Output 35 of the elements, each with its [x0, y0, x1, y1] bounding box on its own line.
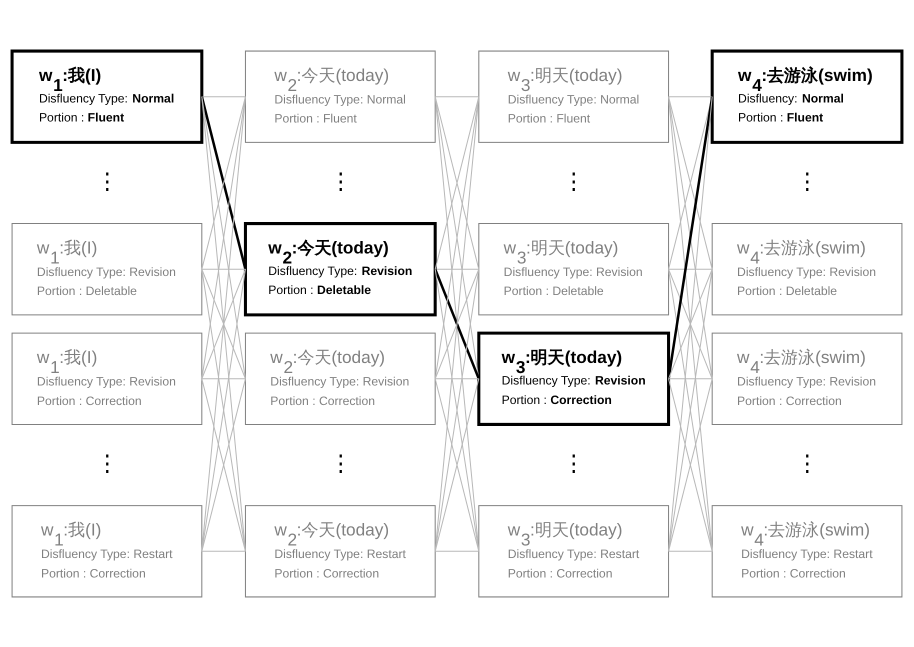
label: ⋮	[96, 168, 118, 194]
label: ⋮	[562, 450, 585, 476]
connector	[435, 550, 479, 552]
connector	[668, 268, 712, 270]
connector	[668, 96, 713, 551]
connector	[201, 96, 246, 551]
connector	[201, 378, 246, 551]
connector	[668, 550, 712, 552]
label: ⋮	[96, 450, 118, 476]
connector	[668, 378, 712, 379]
label: ⋮	[329, 168, 352, 194]
connector	[668, 96, 712, 97]
connector	[201, 268, 246, 551]
connector	[435, 96, 479, 97]
label: ⋮	[796, 168, 818, 194]
connector	[202, 268, 246, 270]
connector	[202, 378, 246, 379]
label: ⋮	[796, 450, 818, 476]
connector	[434, 268, 480, 551]
connector	[201, 96, 246, 378]
connector	[668, 268, 713, 378]
connector	[435, 378, 479, 379]
connector	[668, 96, 713, 269]
connector	[434, 96, 480, 551]
connector	[434, 378, 480, 551]
connector	[668, 378, 713, 551]
connector	[202, 550, 246, 552]
connector	[435, 268, 479, 270]
connector	[434, 96, 480, 269]
connector	[201, 268, 246, 378]
label: ⋮	[329, 450, 352, 476]
connector	[668, 268, 713, 551]
connector	[202, 96, 246, 97]
label: ⋮	[562, 168, 585, 194]
connector	[434, 96, 480, 378]
